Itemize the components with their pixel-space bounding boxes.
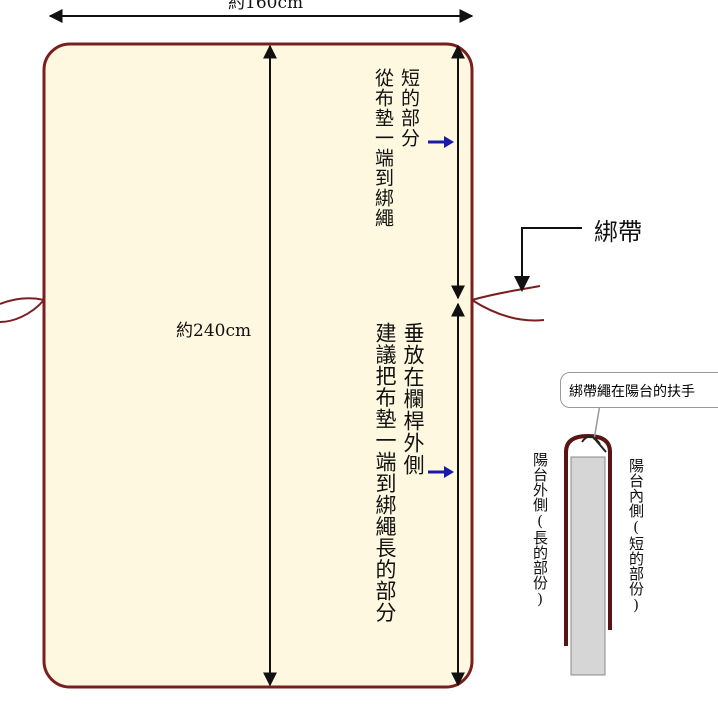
railing-callout: 綁帶繩在陽台的扶手 (560, 372, 718, 408)
short-part-description: 從布墊一端到綁繩 (372, 68, 394, 228)
long-part-description: 建議把布墊一端到綁繩長的部分 (373, 322, 397, 623)
railing-post (570, 456, 606, 676)
railing-outside-label: 陽台外側(長的部份) (531, 452, 549, 608)
short-part-heading: 短的部分 (398, 68, 420, 148)
pad-outline (42, 42, 474, 689)
blue-pointer-arrow-top (428, 136, 454, 148)
blue-pointer-arrow-bottom (428, 466, 454, 478)
tie-knot (581, 435, 607, 453)
long-part-heading: 垂放在欄桿外側 (401, 322, 425, 476)
railing-callout-text: 綁帶繩在陽台的扶手 (569, 384, 695, 400)
width-label: 約160cm (228, 0, 304, 13)
tie-leader-line (521, 227, 582, 280)
railing-inside-label: 陽台內側(短的部份) (627, 458, 645, 614)
railing-illustration (564, 403, 612, 676)
left-tie (0, 297, 45, 323)
tie-leader-arrowhead (514, 276, 530, 292)
callout-pointer (593, 403, 601, 441)
height-label: 約240cm (176, 321, 252, 341)
tie-label: 綁帶 (594, 218, 642, 246)
right-tie (471, 285, 545, 322)
